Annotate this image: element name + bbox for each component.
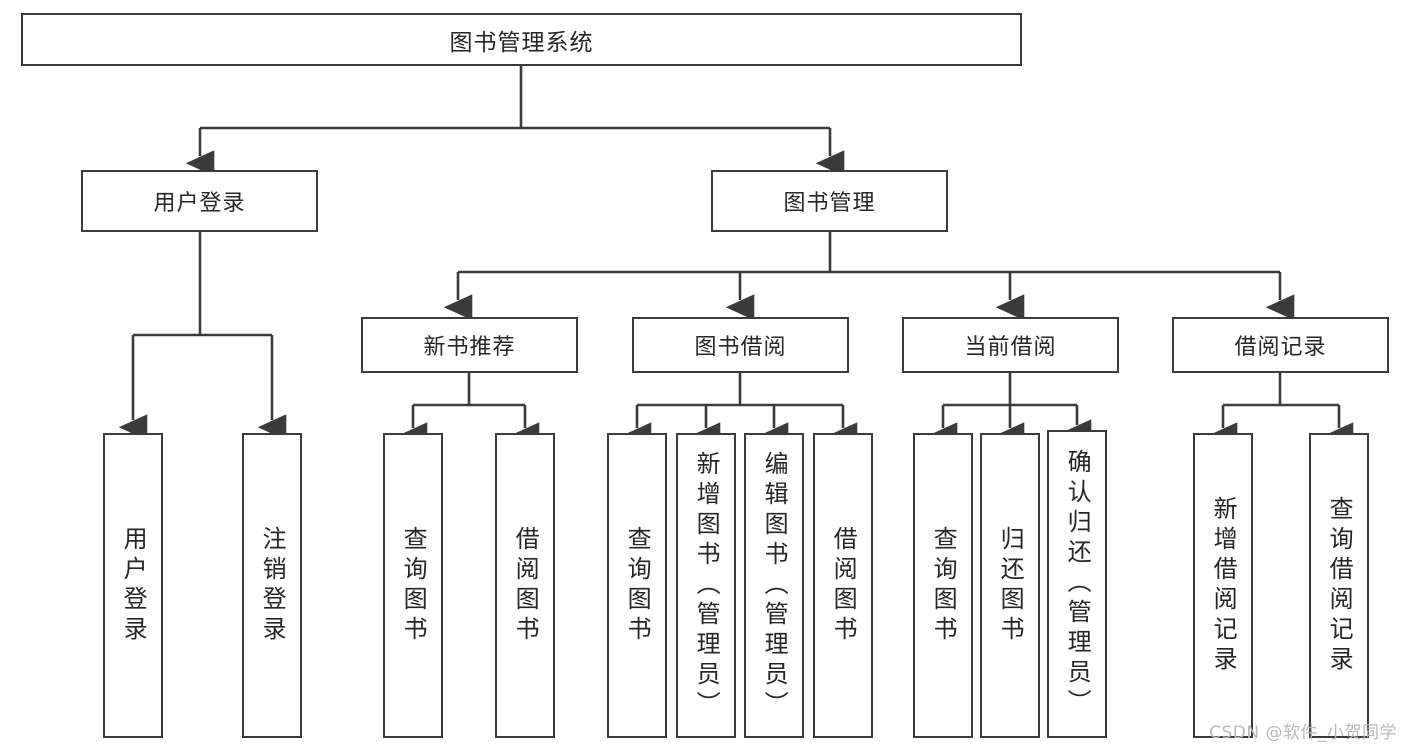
- leaf-record-query-record[interactable]: 查询借阅记录: [1309, 433, 1369, 738]
- leaf-record-add-record[interactable]: 新增借阅记录: [1193, 433, 1253, 738]
- leaf-user-login-logout[interactable]: 注销登录: [242, 433, 302, 738]
- node-label: 借阅记录: [1234, 335, 1327, 360]
- node-label: 注销登录: [258, 525, 287, 646]
- node-new-book-recommend[interactable]: 新书推荐: [361, 317, 578, 373]
- node-label: 归还图书: [996, 525, 1025, 646]
- node-label: 图书借阅: [694, 335, 787, 360]
- leaf-current-query-book[interactable]: 查询图书: [913, 433, 973, 738]
- leaf-new-book-borrow[interactable]: 借阅图书: [495, 433, 555, 738]
- node-user-login[interactable]: 用户登录: [81, 170, 318, 232]
- leaf-borrow-query-book[interactable]: 查询图书: [607, 433, 667, 738]
- node-label: 借阅图书: [829, 525, 858, 646]
- node-book-borrow[interactable]: 图书借阅: [632, 317, 849, 373]
- node-label: 新增借阅记录: [1209, 495, 1238, 676]
- node-label: 图书管理: [783, 191, 876, 216]
- node-label: 新增图书（管理员）: [692, 450, 721, 721]
- leaf-user-login-login[interactable]: 用户登录: [103, 433, 163, 738]
- node-label: 查询图书: [399, 525, 428, 646]
- leaf-current-confirm-return-admin[interactable]: 确认归还（管理员）: [1047, 430, 1107, 738]
- node-label: 查询借阅记录: [1325, 495, 1354, 676]
- csdn-watermark: CSDN @软件_小贺同学: [1209, 723, 1397, 743]
- leaf-current-return-book[interactable]: 归还图书: [980, 433, 1040, 738]
- leaf-borrow-edit-book-admin[interactable]: 编辑图书（管理员）: [744, 433, 804, 738]
- node-label: 查询图书: [929, 525, 958, 646]
- node-label: 用户登录: [119, 525, 148, 646]
- node-label: 确认归还（管理员）: [1063, 449, 1092, 719]
- node-root-system[interactable]: 图书管理系统: [21, 13, 1022, 66]
- node-label: 当前借阅: [964, 335, 1057, 360]
- node-label: 图书管理系统: [449, 29, 594, 56]
- node-borrow-record[interactable]: 借阅记录: [1172, 317, 1389, 373]
- node-label: 用户登录: [153, 191, 246, 216]
- node-label: 编辑图书（管理员）: [760, 450, 789, 721]
- node-label: 新书推荐: [423, 335, 516, 360]
- node-current-borrow[interactable]: 当前借阅: [902, 317, 1119, 373]
- leaf-borrow-add-book-admin[interactable]: 新增图书（管理员）: [676, 433, 736, 738]
- node-label: 查询图书: [623, 525, 652, 646]
- leaf-new-book-query[interactable]: 查询图书: [383, 433, 443, 738]
- node-book-management[interactable]: 图书管理: [711, 170, 948, 232]
- node-label: 借阅图书: [511, 525, 540, 646]
- leaf-borrow-borrow-book[interactable]: 借阅图书: [813, 433, 873, 738]
